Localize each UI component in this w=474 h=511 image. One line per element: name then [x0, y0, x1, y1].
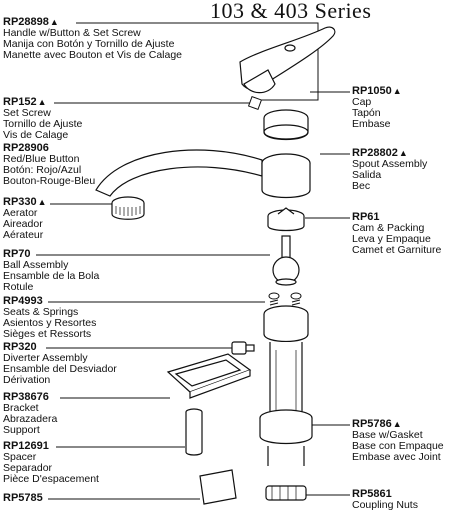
part-desc-fr: Bec: [352, 180, 371, 192]
part-desc-en: Base w/Gasket: [352, 429, 423, 441]
part-desc-es: Separador: [3, 462, 53, 474]
part-code: RP1050▲: [352, 85, 402, 97]
part-desc-fr: Camet et Garniture: [352, 244, 442, 256]
part-desc-en: Diverter Assembly: [3, 352, 88, 364]
part-desc-fr: Support: [3, 424, 40, 436]
part-desc-es: Base con Empaque: [352, 440, 444, 452]
aerator-drawing: [111, 196, 145, 220]
part-desc-en: Red/Blue Button: [3, 153, 80, 165]
part-desc-fr: Pièce D'espacement: [3, 473, 99, 485]
part-code: RP330▲: [3, 196, 47, 208]
part-desc-es: Salida: [352, 169, 382, 181]
part-label-rp5785: RP5785: [3, 493, 43, 504]
bracket-drawing: [166, 353, 252, 399]
part-desc-en: Aerator: [3, 207, 38, 219]
part-label-rp320: RP320 Diverter Assembly Ensamble del Des…: [3, 342, 117, 386]
part-label-rp28898: RP28898▲ Handle w/Button & Set Screw Man…: [3, 17, 182, 61]
part-label-rp12691: RP12691 Spacer Separador Pièce D'espacem…: [3, 441, 99, 485]
spacer-drawing: [185, 408, 203, 456]
part-desc-es: Tornillo de Ajuste: [3, 118, 83, 130]
part-desc-fr: Embase: [352, 118, 391, 130]
part-desc-en: Cam & Packing: [352, 222, 425, 234]
part-label-rp1050: RP1050▲ Cap Tapón Embase: [352, 86, 402, 130]
part-desc-fr: Dérivation: [3, 374, 51, 386]
part-desc-fr: Embase avec Joint: [352, 451, 441, 463]
part-desc-es: Asientos y Resortes: [3, 317, 97, 329]
part-desc-en: Spout Assembly: [352, 158, 428, 170]
set-screw-drawing: [247, 95, 263, 111]
part-desc-en: Spacer: [3, 451, 37, 463]
part-desc-es: Ensamble del Desviador: [3, 363, 117, 375]
part-desc-es: Botón: Rojo/Azul: [3, 164, 82, 176]
faucet-body-drawing: [263, 305, 309, 415]
part-desc-en: Bracket: [3, 402, 39, 414]
part-desc-en: Set Screw: [3, 107, 51, 119]
part-desc-fr: Bouton-Rouge-Bleu: [3, 175, 96, 187]
part-desc-fr: Manette avec Bouton et Vis de Calage: [3, 49, 183, 61]
cap-drawing: [263, 109, 309, 141]
part-code: RP28898▲: [3, 16, 59, 28]
part-code: RP4993: [3, 295, 43, 307]
part-code: RP152▲: [3, 96, 47, 108]
part-label-rp5786: RP5786▲ Base w/Gasket Base con Empaque E…: [352, 419, 444, 463]
part-code: RP5861: [352, 488, 392, 500]
part-label-rp28906: RP28906 Red/Blue Button Botón: Rojo/Azul…: [3, 143, 95, 187]
part-code: RP28802▲: [352, 147, 408, 159]
part-desc-en: Handle w/Button & Set Screw: [3, 27, 141, 39]
part-label-rp70: RP70 Ball Assembly Ensamble de la Bola R…: [3, 249, 99, 293]
part-desc-es: Leva y Empaque: [352, 233, 431, 245]
part-desc-es: Tapón: [352, 107, 381, 119]
part-desc-en: Coupling Nuts: [352, 499, 418, 511]
part-desc-en: Cap: [352, 96, 372, 108]
part-desc-fr: Rotule: [3, 281, 34, 293]
part-code: RP28906: [3, 142, 49, 154]
part-desc-es: Manija con Botón y Tornillo de Ajuste: [3, 38, 175, 50]
base-gasket-drawing: [259, 409, 313, 466]
part-desc-fr: Aérateur: [3, 229, 44, 241]
cam-packing-drawing: [267, 207, 305, 232]
ball-assembly-drawing: [272, 235, 300, 286]
spout-drawing: [95, 149, 311, 199]
part-code: RP38676: [3, 391, 49, 403]
part-label-rp5861: RP5861 Coupling Nuts: [352, 489, 418, 511]
part-desc-es: Abrazadera: [3, 413, 58, 425]
part-label-rp4993: RP4993 Seats & Springs Asientos y Resort…: [3, 296, 96, 340]
part-code: RP320: [3, 341, 37, 353]
part-code: RP61: [352, 211, 380, 223]
part-code: RP12691: [3, 440, 49, 452]
handle-drawing: [239, 26, 336, 94]
diagram-title: 103 & 403 Series: [210, 0, 372, 23]
part-desc-fr: Sièges et Ressorts: [3, 328, 92, 340]
part-label-rp38676: RP38676 Bracket Abrazadera Support: [3, 392, 57, 436]
part-code: RP70: [3, 248, 31, 260]
bottom-parts-drawing: [199, 469, 307, 505]
part-label-rp28802: RP28802▲ Spout Assembly Salida Bec: [352, 148, 427, 192]
part-desc-es: Ensamble de la Bola: [3, 270, 100, 282]
part-desc-es: Aireador: [3, 218, 43, 230]
part-code: RP5785: [3, 492, 43, 504]
part-desc-en: Seats & Springs: [3, 306, 79, 318]
part-desc-fr: Vis de Calage: [3, 129, 69, 141]
leader-rp28898: [76, 22, 319, 101]
seats-springs-drawing: [268, 292, 302, 306]
part-label-rp61: RP61 Cam & Packing Leva y Empaque Camet …: [352, 212, 441, 256]
part-code: RP5786▲: [352, 418, 402, 430]
diverter-drawing: [231, 341, 255, 355]
part-label-rp330: RP330▲ Aerator Aireador Aérateur: [3, 197, 47, 241]
part-label-rp152: RP152▲ Set Screw Tornillo de Ajuste Vis …: [3, 97, 82, 141]
part-desc-en: Ball Assembly: [3, 259, 69, 271]
